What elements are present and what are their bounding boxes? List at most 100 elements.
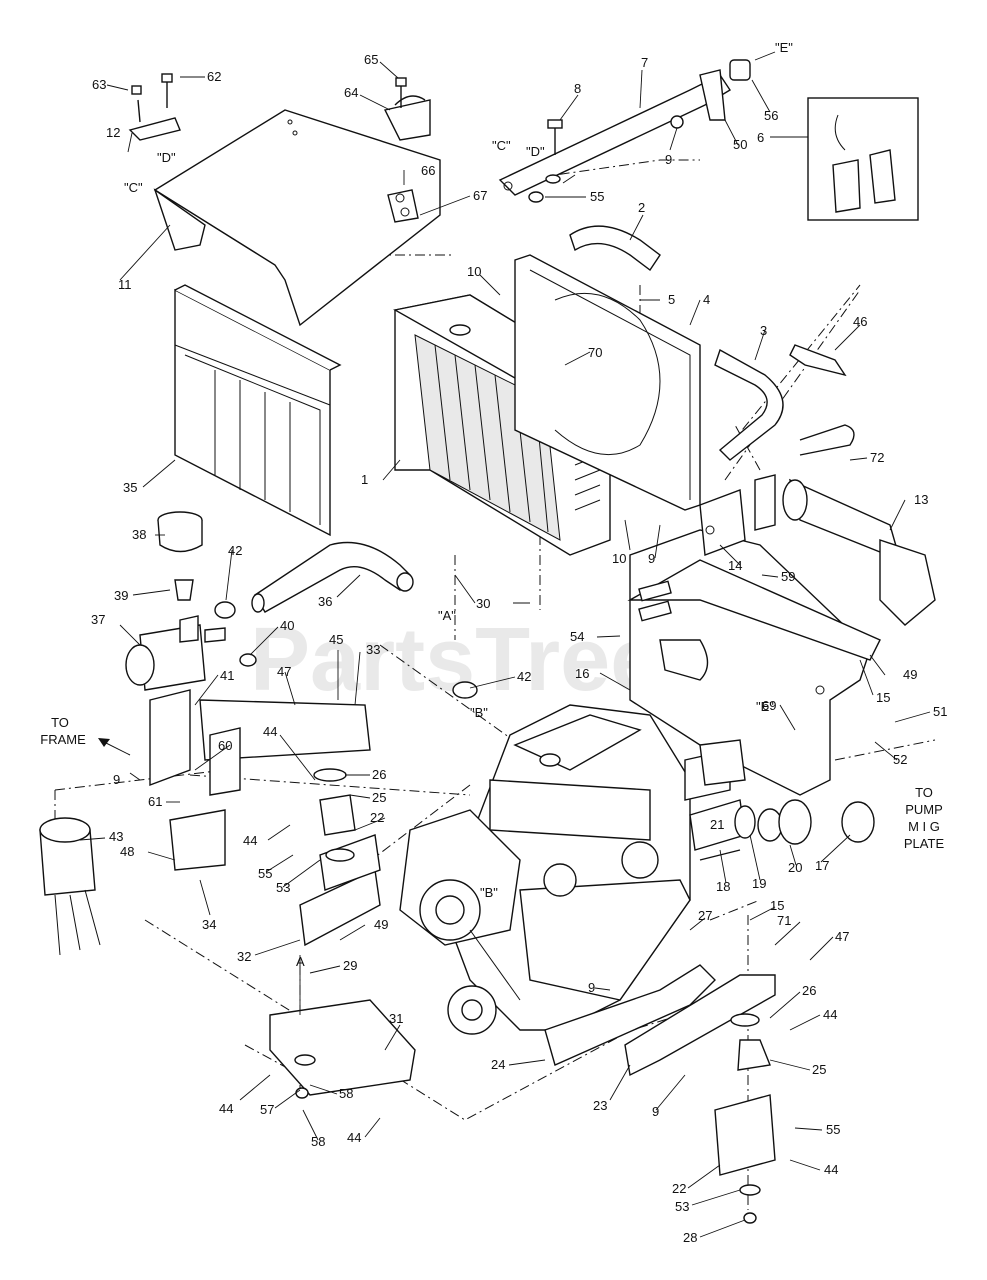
part-label: 62 xyxy=(207,69,221,84)
part-label: 32 xyxy=(237,949,251,964)
callout-e-mid: "E" xyxy=(756,699,774,714)
pump-coupling xyxy=(689,799,875,861)
callout-d-right: "D" xyxy=(526,144,545,159)
part-label: 49 xyxy=(374,917,388,932)
part-label: 48 xyxy=(120,844,134,859)
to-frame-arrow-icon xyxy=(98,738,110,747)
callout-c-right: "C" xyxy=(492,138,511,153)
part-label: 59 xyxy=(781,569,795,584)
part-label: 9 xyxy=(648,551,655,566)
part-label: 60 xyxy=(218,738,232,753)
part-label: 55 xyxy=(826,1122,840,1137)
engine-block xyxy=(399,704,746,1035)
part-label: 41 xyxy=(220,668,234,683)
part-label: 12 xyxy=(106,125,120,140)
part-label: 47 xyxy=(277,664,291,679)
part-label: 46 xyxy=(853,314,867,329)
part-label: 45 xyxy=(329,632,343,647)
part-label: 71 xyxy=(777,913,791,928)
part-label: 36 xyxy=(318,594,332,609)
callout-d-left: "D" xyxy=(157,150,176,165)
part-label: 16 xyxy=(575,666,589,681)
part-label: 26 xyxy=(802,983,816,998)
part-label: 52 xyxy=(893,752,907,767)
part-label: 27 xyxy=(698,908,712,923)
part-label: 11 xyxy=(118,277,132,292)
part-label: 58 xyxy=(311,1134,325,1149)
callout-b-engine: "B" xyxy=(480,885,498,900)
part-label: 6 xyxy=(757,130,764,145)
part-label: 40 xyxy=(280,618,294,633)
part-label: 50 xyxy=(733,137,747,152)
radiator-support-bar xyxy=(498,59,751,203)
part-label: 26 xyxy=(372,767,386,782)
callout-a-mid: "A" xyxy=(438,608,456,623)
muffler xyxy=(754,424,936,626)
fan-shroud xyxy=(514,254,701,511)
part-label: 9 xyxy=(665,152,672,167)
part-label: 17 xyxy=(815,858,829,873)
part-label: 13 xyxy=(914,492,928,507)
part-label: 64 xyxy=(344,85,358,100)
part-label: 42 xyxy=(228,543,242,558)
part-label: 21 xyxy=(710,817,724,832)
part-label: 57 xyxy=(260,1102,274,1117)
part-label: 30 xyxy=(476,596,490,611)
callout-e-top: "E" xyxy=(775,40,793,55)
part-label: 67 xyxy=(473,188,487,203)
part-label: 23 xyxy=(593,1098,607,1113)
callout-c-left: "C" xyxy=(124,180,143,195)
part-label: 44 xyxy=(347,1130,361,1145)
part-label: 22 xyxy=(370,810,384,825)
to-pump-label-1: TO xyxy=(915,785,933,800)
breather-cap xyxy=(157,511,203,601)
part-label: 4 xyxy=(703,292,710,307)
part-label: 69 xyxy=(762,698,776,713)
radiator-screen xyxy=(174,284,342,537)
part-label: 15 xyxy=(876,690,890,705)
part-label: 65 xyxy=(364,52,378,67)
part-label: 29 xyxy=(343,958,357,973)
to-pump-label-3: M I G xyxy=(908,819,940,834)
part-label: 25 xyxy=(372,790,386,805)
reference-notes: TO FRAME TO PUMP M I G PLATE xyxy=(40,715,944,851)
leader-lines xyxy=(79,51,931,1238)
to-frame-label-1: TO xyxy=(51,715,69,730)
part-label: 19 xyxy=(752,876,766,891)
fuel-pump xyxy=(39,817,101,956)
part-label: 53 xyxy=(276,880,290,895)
part-label: 58 xyxy=(339,1086,353,1101)
part-label: 28 xyxy=(683,1230,697,1245)
thermostat-housing xyxy=(125,601,478,787)
part-label: 66 xyxy=(421,163,435,178)
part-label: 38 xyxy=(132,527,146,542)
part-label: 20 xyxy=(788,860,802,875)
part-label: 25 xyxy=(812,1062,826,1077)
part-label: 9 xyxy=(588,980,595,995)
part-label: 5 xyxy=(668,292,675,307)
part-label: 24 xyxy=(491,1057,505,1072)
part-label: 53 xyxy=(675,1199,689,1214)
part-label: 10 xyxy=(467,264,481,279)
part-label: 9 xyxy=(652,1104,659,1119)
part-label: 44 xyxy=(243,833,257,848)
part-label: 47 xyxy=(835,929,849,944)
part-label: 33 xyxy=(366,642,380,657)
part-label: 42 xyxy=(517,669,531,684)
part-label: 37 xyxy=(91,612,105,627)
callout-a-lower: A xyxy=(296,954,305,969)
part-label: 34 xyxy=(202,917,216,932)
to-pump-label-2: PUMP xyxy=(905,802,943,817)
to-pump-label-4: PLATE xyxy=(904,836,945,851)
part-label: 72 xyxy=(870,450,884,465)
part-label: 10 xyxy=(612,551,626,566)
part-label: 43 xyxy=(109,829,123,844)
to-frame-label-2: FRAME xyxy=(40,732,86,747)
part-label: 44 xyxy=(263,724,277,739)
part-label: 2 xyxy=(638,200,645,215)
callout-b-mid: "B" xyxy=(470,705,488,720)
sender-inset xyxy=(807,97,919,221)
part-label: 7 xyxy=(641,55,648,70)
callout-letters: "E" "C" "D" "C" "D" "A" "B" "E" "B" A xyxy=(124,40,793,969)
